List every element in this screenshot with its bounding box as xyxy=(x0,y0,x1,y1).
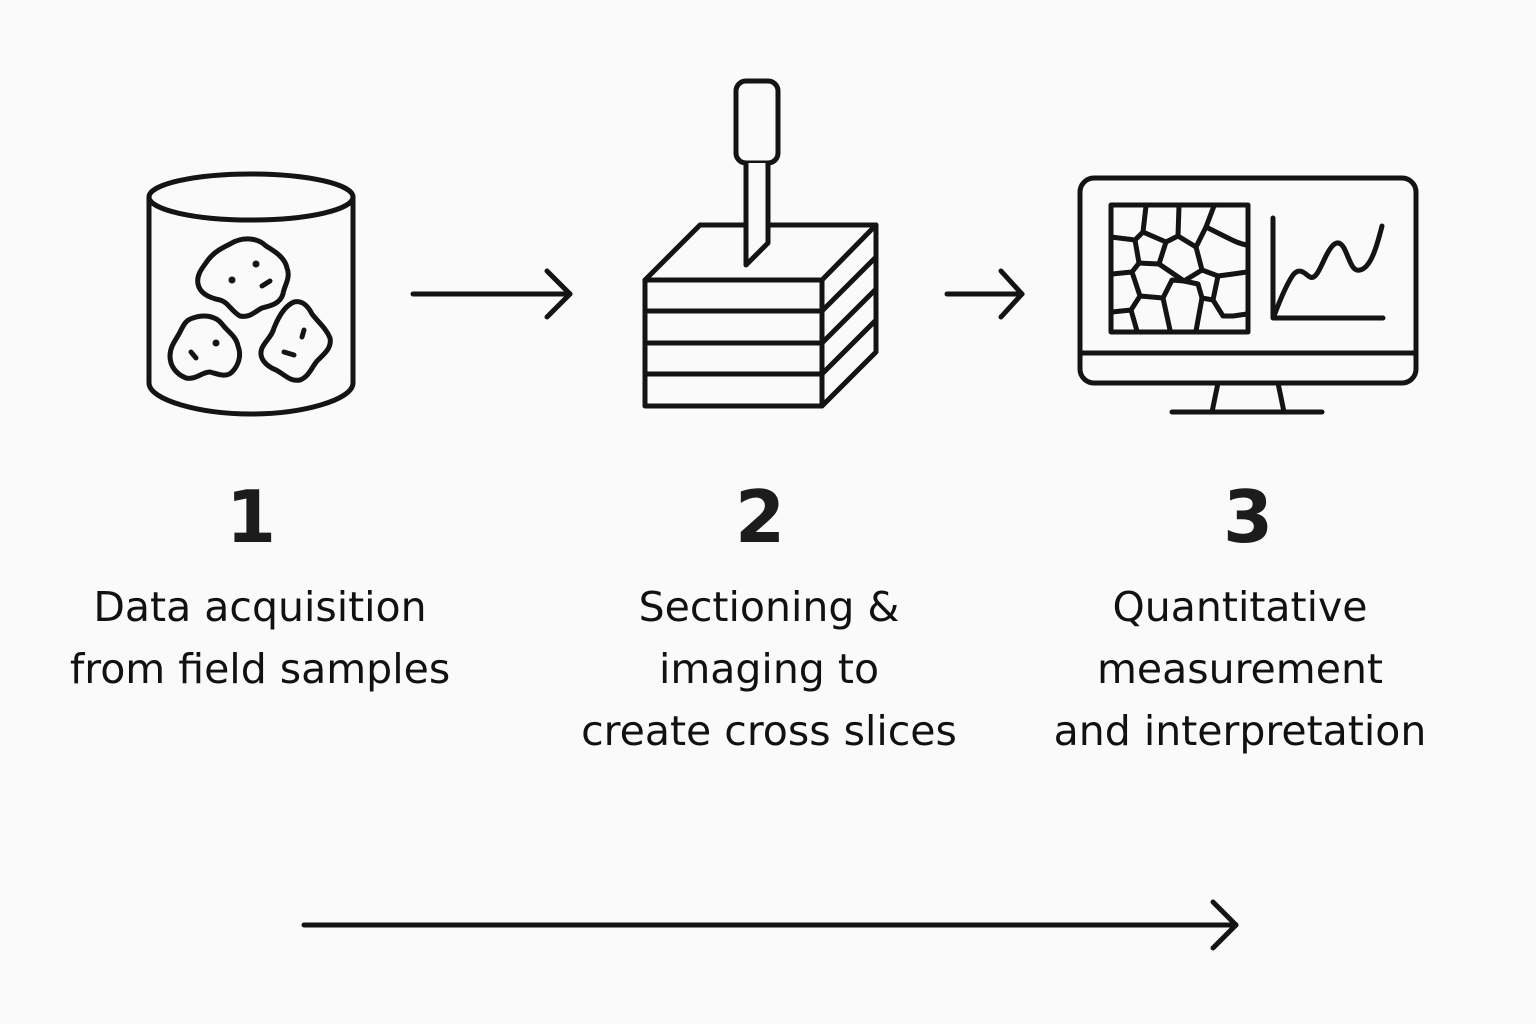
block-side xyxy=(819,222,879,409)
line-chart-icon xyxy=(1270,215,1386,321)
rock-left xyxy=(167,313,243,381)
monitor-stand xyxy=(1209,380,1287,415)
step-number: 3 xyxy=(1222,475,1274,559)
jar-rim xyxy=(146,171,356,223)
step-label: Data acquisition from field samples xyxy=(69,583,451,693)
arrow-right-icon xyxy=(410,268,573,320)
rock-top xyxy=(195,236,291,319)
block-top xyxy=(642,222,879,283)
sectioning-block-icon xyxy=(642,78,879,409)
grain-micrograph-icon xyxy=(1108,202,1251,335)
monitor-frame xyxy=(1077,175,1419,386)
monitor-analysis-icon xyxy=(1077,175,1419,415)
step-number: 1 xyxy=(225,475,277,559)
step-label: Sectioning & imaging to create cross sli… xyxy=(581,583,957,755)
long-arrow-right-icon xyxy=(301,899,1239,951)
blade-icon xyxy=(733,78,781,166)
sample-jar-icon xyxy=(146,171,356,417)
arrow-right-icon xyxy=(944,268,1025,320)
step-number: 2 xyxy=(734,475,786,559)
blade-shank xyxy=(743,160,771,268)
step-label: Quantitative measurement and interpretat… xyxy=(1053,583,1427,755)
jar-body xyxy=(146,194,356,417)
rock-right xyxy=(258,299,333,383)
